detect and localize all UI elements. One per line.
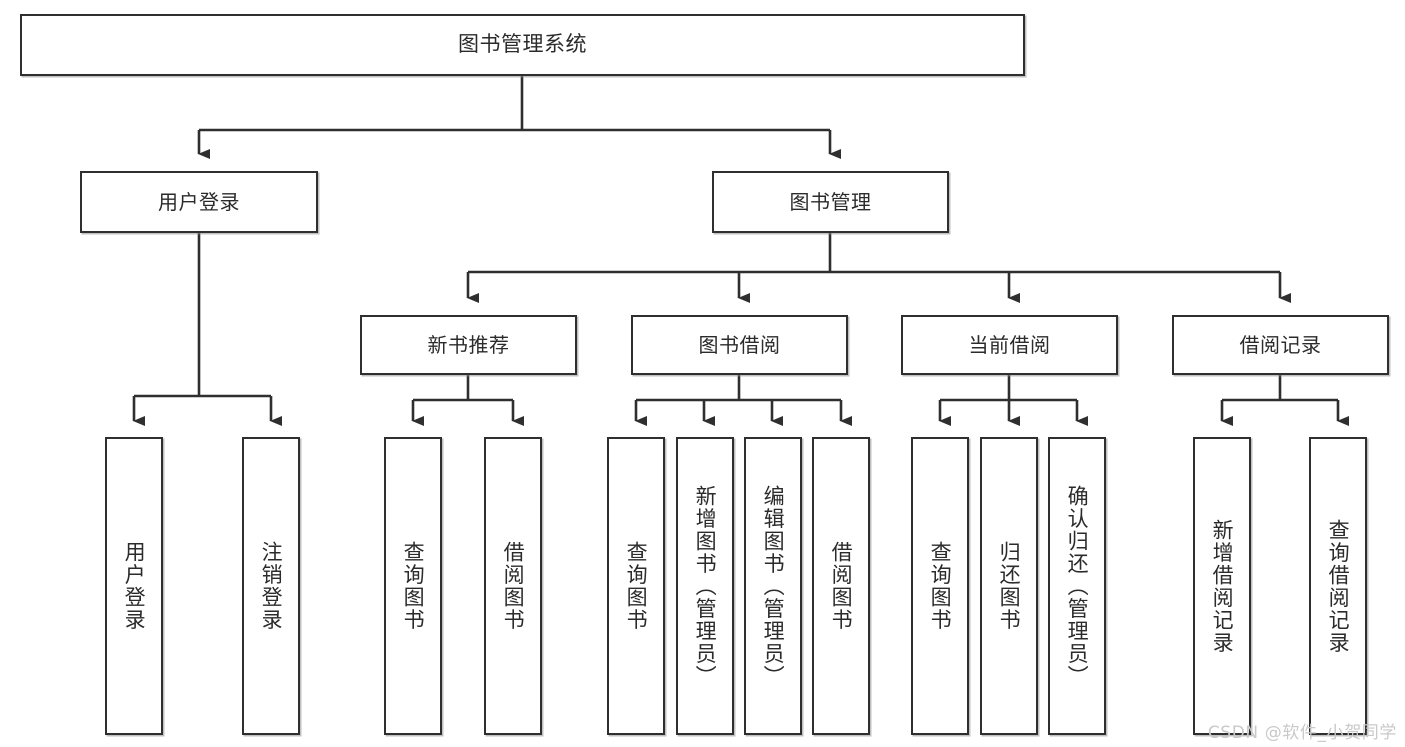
- leaf-return-book-label: 归还图书: [997, 541, 1022, 631]
- node-user-login-label: 用户登录: [158, 189, 240, 214]
- leaf-query-borrow-record-label: 查询借阅记录: [1326, 518, 1351, 654]
- leaf-logout[interactable]: 注销登录: [242, 437, 300, 735]
- leaf-query-book-borrow-label: 查询图书: [624, 541, 649, 631]
- leaf-query-book-current[interactable]: 查询图书: [911, 437, 969, 735]
- leaf-add-book-admin-label: 新增图书（管理员）: [693, 484, 718, 688]
- leaf-add-borrow-record-label: 新增借阅记录: [1210, 518, 1235, 654]
- node-new-book-recommend[interactable]: 新书推荐: [360, 315, 577, 375]
- leaf-query-book-current-label: 查询图书: [928, 541, 953, 631]
- leaf-edit-book-admin[interactable]: 编辑图书（管理员）: [744, 437, 802, 735]
- node-borrow-records-label: 借阅记录: [1239, 332, 1322, 357]
- node-book-management-label: 图书管理: [789, 189, 872, 214]
- leaf-query-borrow-record[interactable]: 查询借阅记录: [1309, 437, 1367, 735]
- leaf-query-book-borrow[interactable]: 查询图书: [607, 437, 665, 735]
- leaf-user-login-label: 用户登录: [122, 541, 147, 631]
- leaf-borrow-book[interactable]: 借阅图书: [812, 437, 870, 735]
- leaf-borrow-book-recommend[interactable]: 借阅图书: [484, 437, 542, 735]
- node-new-book-recommend-label: 新书推荐: [427, 332, 510, 357]
- node-root-label: 图书管理系统: [458, 32, 587, 57]
- leaf-confirm-return-admin[interactable]: 确认归还（管理员）: [1048, 437, 1106, 735]
- leaf-add-book-admin[interactable]: 新增图书（管理员）: [676, 437, 734, 735]
- leaf-add-borrow-record[interactable]: 新增借阅记录: [1193, 437, 1251, 735]
- leaf-borrow-book-label: 借阅图书: [829, 541, 854, 631]
- node-user-login[interactable]: 用户登录: [80, 171, 318, 233]
- node-borrow-records[interactable]: 借阅记录: [1172, 315, 1389, 375]
- leaf-query-book-recommend-label: 查询图书: [401, 541, 426, 631]
- leaf-edit-book-admin-label: 编辑图书（管理员）: [761, 484, 786, 688]
- node-current-borrow-label: 当前借阅: [968, 332, 1051, 357]
- leaf-user-login[interactable]: 用户登录: [105, 437, 163, 735]
- node-book-borrow[interactable]: 图书借阅: [631, 315, 848, 375]
- node-root[interactable]: 图书管理系统: [20, 14, 1025, 76]
- leaf-query-book-recommend[interactable]: 查询图书: [384, 437, 442, 735]
- node-book-borrow-label: 图书借阅: [698, 332, 781, 357]
- leaf-return-book[interactable]: 归还图书: [980, 437, 1038, 735]
- node-current-borrow[interactable]: 当前借阅: [901, 315, 1118, 375]
- node-book-management[interactable]: 图书管理: [712, 171, 949, 233]
- leaf-confirm-return-admin-label: 确认归还（管理员）: [1065, 484, 1090, 688]
- leaf-borrow-book-recommend-label: 借阅图书: [501, 541, 526, 631]
- csdn-watermark: CSDN @软件_小贺同学: [1207, 723, 1397, 743]
- leaf-logout-label: 注销登录: [259, 541, 284, 631]
